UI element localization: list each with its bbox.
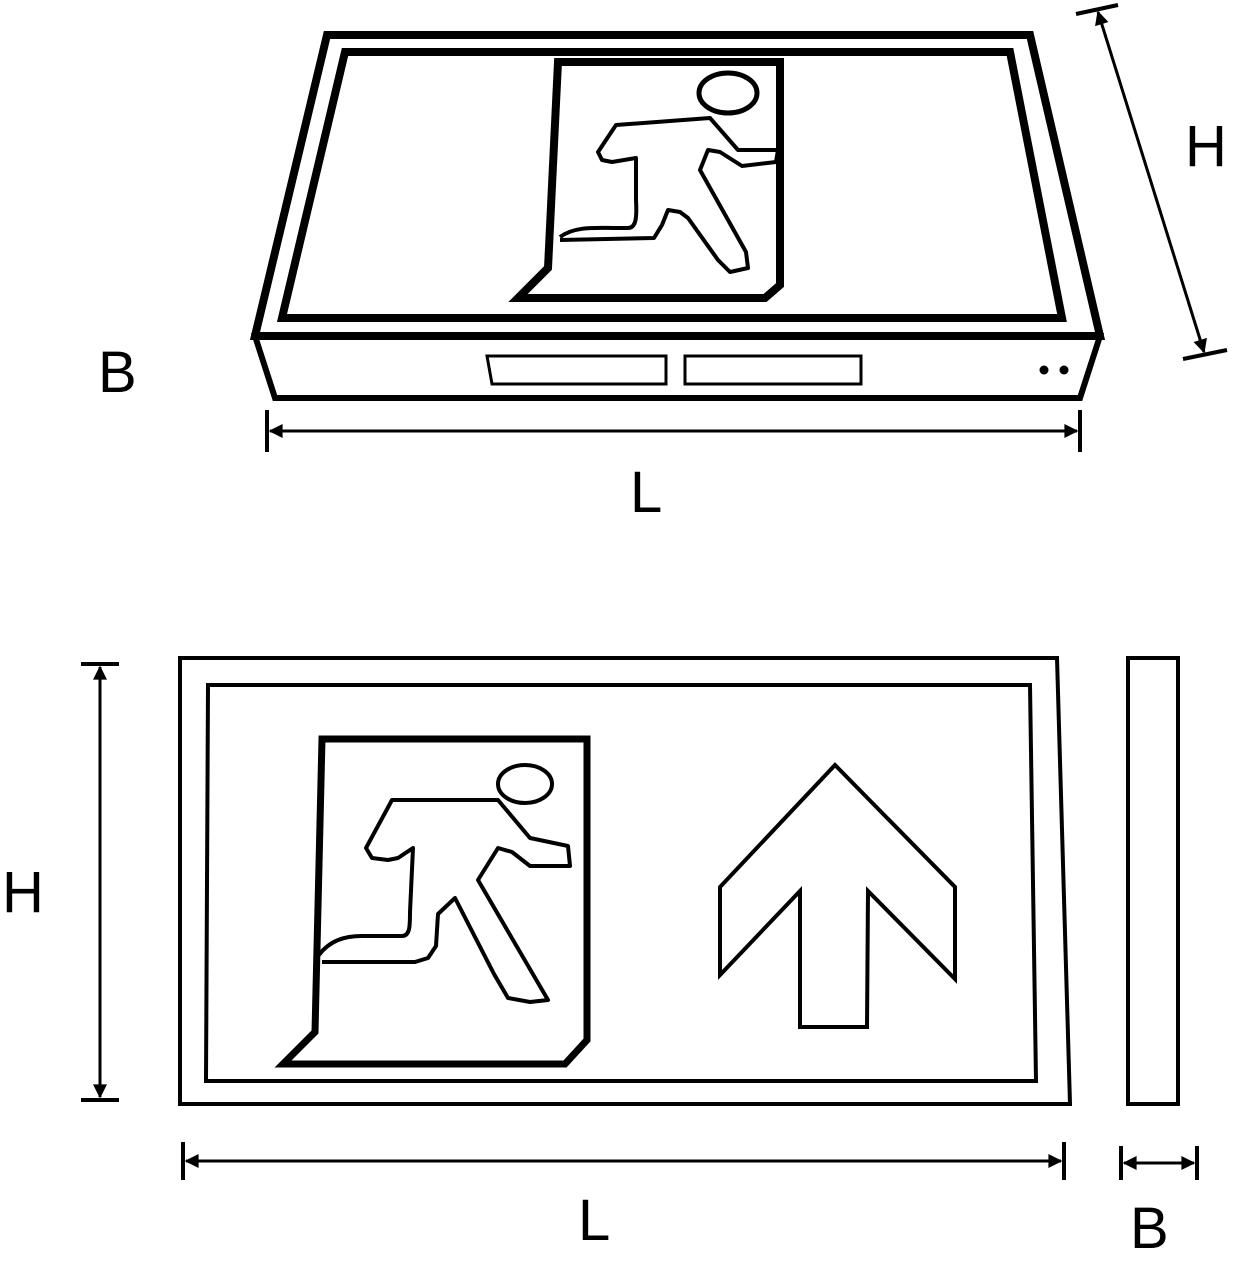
runner-body — [316, 798, 572, 1004]
front-view: H L B — [2, 656, 1199, 1261]
front-side-face — [250, 333, 1105, 401]
runner-head — [496, 763, 554, 805]
front-inner-frame — [203, 683, 1039, 1083]
side-profile — [1126, 656, 1180, 1106]
perspective-view: B L H — [98, 3, 1228, 525]
running-man-exit-icon — [508, 58, 784, 302]
top-face-outline — [249, 31, 1106, 340]
up-arrow-icon — [718, 762, 957, 1029]
top-label-b: B — [98, 340, 137, 405]
side-slot-left — [485, 354, 668, 386]
top-label-h: H — [1185, 114, 1227, 179]
top-label-l: L — [630, 460, 662, 525]
front-outer-frame — [178, 656, 1073, 1106]
runner-head — [696, 70, 760, 116]
running-man-exit-icon — [274, 735, 591, 1068]
runner-body — [558, 116, 780, 274]
front-label-b: B — [1130, 1196, 1169, 1261]
indicator-dots-icon — [1039, 365, 1069, 375]
front-dimension-b — [1119, 1146, 1199, 1180]
front-dimension-h — [81, 662, 119, 1102]
side-slot-right — [683, 354, 863, 386]
front-label-l: L — [578, 1188, 610, 1253]
top-inner-panel — [276, 48, 1067, 322]
top-dimension-l — [265, 410, 1082, 452]
top-dimension-h — [1075, 3, 1228, 361]
front-label-h: H — [2, 860, 44, 925]
front-dimension-l — [181, 1142, 1066, 1180]
